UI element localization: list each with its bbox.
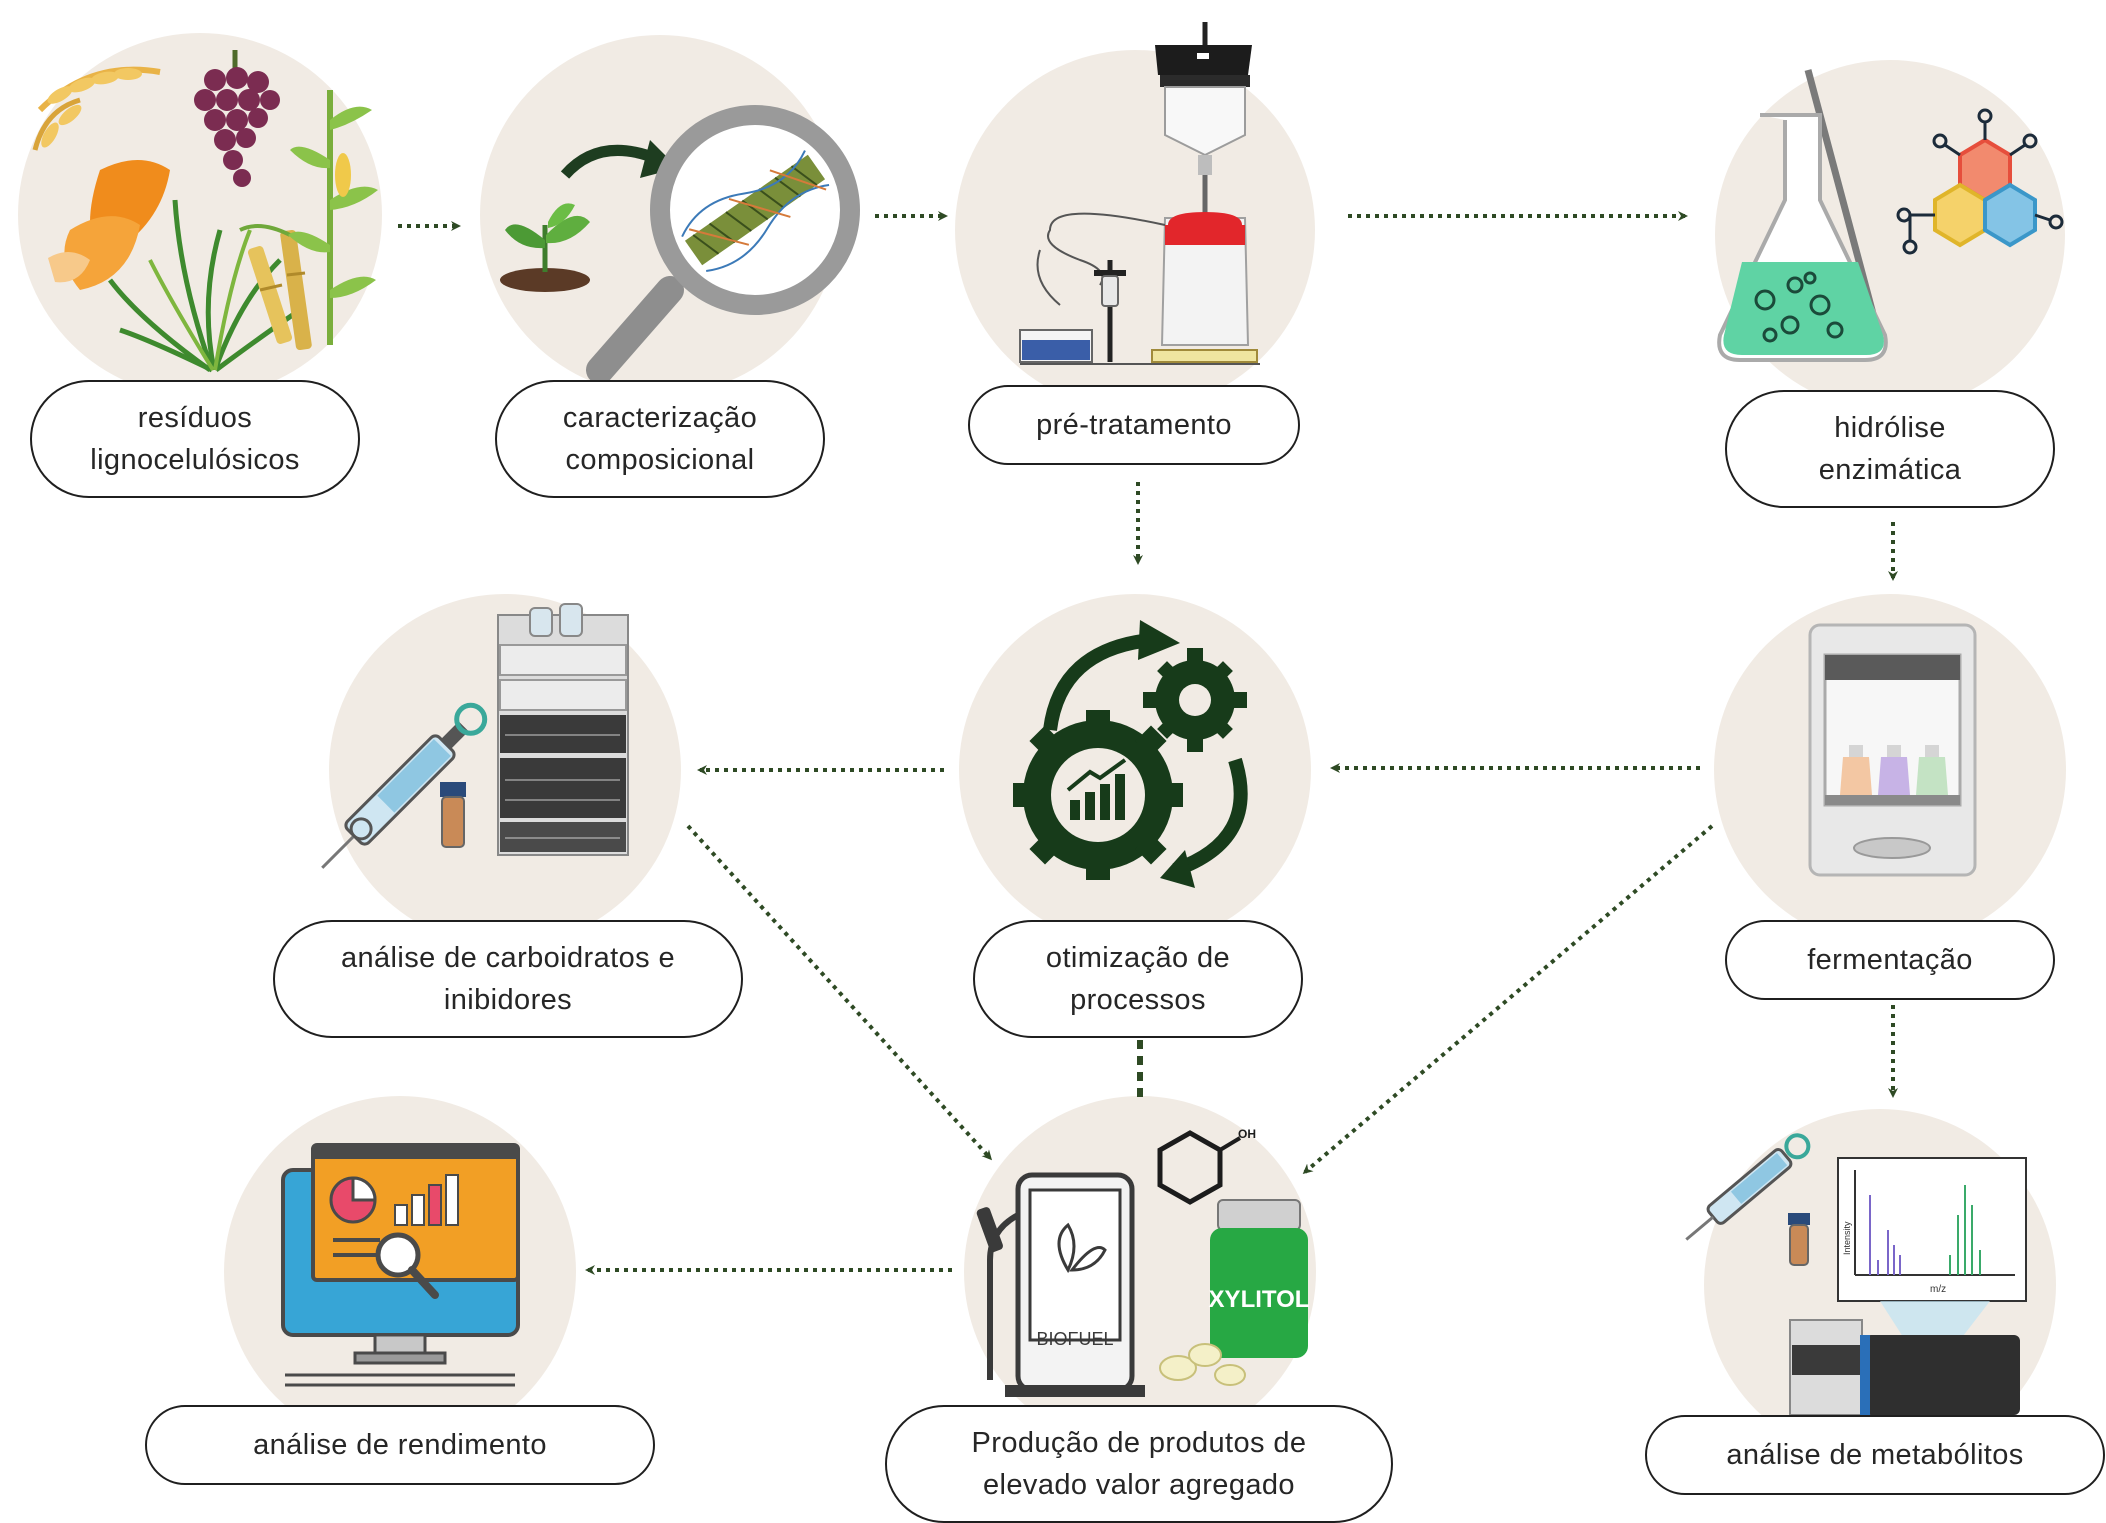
label-rendimento-line1: análise de rendimento [253, 1428, 547, 1461]
oh-label: OH [1238, 1127, 1256, 1141]
label-caracterizacao-line2: composicional [565, 444, 755, 476]
arrow-fermentacao-producao [1302, 824, 1714, 1174]
label-carboidratos-line2: inibidores [443, 984, 573, 1016]
circle-pretratamento [955, 50, 1315, 410]
reactor-apparatus-icon [1019, 22, 1260, 365]
magnifier-fiber-icon [500, 105, 860, 384]
flask-molecule-icon [1717, 69, 2064, 362]
biofuel-label: BIOFUEL [1036, 1329, 1113, 1349]
label-hidrolise-line2: enzimática [1818, 454, 1962, 486]
label-fermentacao-line1: fermentação [1807, 943, 1973, 976]
label-carboidratos: análise de carboidratos e inibidores [273, 920, 743, 1038]
label-caracterizacao-line1: caracterização [562, 401, 758, 434]
intensity-label: Intensity [1842, 1221, 1852, 1255]
arrow-carboidratos-producao [686, 824, 993, 1161]
plant-residues-icon [32, 50, 378, 373]
label-metabolitos-line1: análise de metabólitos [1726, 1438, 2024, 1471]
label-otimizacao: otimização de processos [973, 920, 1303, 1038]
mass-spec-icon: Intensity m/z [1685, 1133, 2027, 1416]
label-residuos: resíduos lignocelulósicos [30, 380, 360, 498]
xylitol-label: XYLITOL [1209, 1286, 1310, 1313]
label-producao-line2: elevado valor agregado [983, 1469, 1295, 1501]
label-producao: Produção de produtos de elevado valor agr… [885, 1405, 1393, 1523]
incubator-shaker-icon [1808, 623, 1977, 877]
label-producao-line1: Produção de produtos de [971, 1426, 1307, 1459]
label-otimizacao-line2: processos [1070, 984, 1206, 1016]
biofuel-xylitol-icon: OH BIOFUEL XYLITOL [976, 1127, 1310, 1397]
label-residuos-line1: resíduos [137, 401, 253, 434]
mz-label: m/z [1930, 1284, 1946, 1295]
label-pretratamento-line1: pré-tratamento [1036, 408, 1232, 441]
label-caracterizacao: caracterização composicional [495, 380, 825, 498]
monitor-report-icon [281, 1143, 520, 1387]
flow-arrows [398, 211, 1898, 1275]
label-fermentacao: fermentação [1725, 920, 2055, 1000]
label-pretratamento: pré-tratamento [968, 385, 1300, 465]
label-metabolitos: análise de metabólitos [1645, 1415, 2105, 1495]
hplc-syringe-icon [321, 603, 629, 869]
label-residuos-line2: lignocelulósicos [90, 444, 300, 476]
label-hidrolise: hidrólise enzimática [1725, 390, 2055, 508]
gears-chart-icon [1013, 620, 1248, 888]
label-hidrolise-line1: hidrólise [1834, 411, 1946, 444]
label-rendimento: análise de rendimento [145, 1405, 655, 1485]
label-otimizacao-line1: otimização de [1045, 941, 1231, 974]
label-carboidratos-line1: análise de carboidratos e [340, 941, 676, 974]
